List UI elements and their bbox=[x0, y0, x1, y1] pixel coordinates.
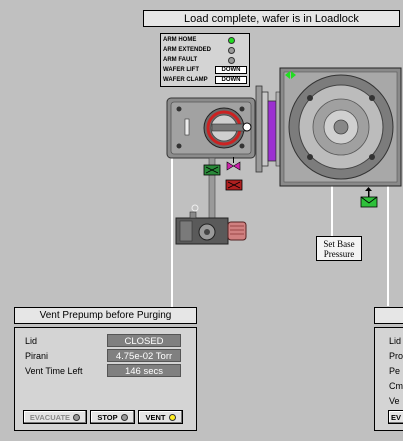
evacuate-led bbox=[73, 413, 81, 421]
right-panel-button-label: EV bbox=[391, 412, 402, 422]
right-panel-button[interactable]: EV bbox=[388, 410, 403, 424]
evacuate-label: EVACUATE bbox=[29, 412, 71, 422]
vent-panel-title-bar: Vent Prepump before Purging bbox=[14, 307, 197, 324]
stop-button[interactable]: STOP bbox=[90, 410, 135, 424]
vent-time-value: 146 secs bbox=[107, 364, 181, 377]
vent-panel-title: Vent Prepump before Purging bbox=[39, 310, 172, 321]
vent-label: VENT bbox=[145, 412, 166, 422]
vent-valve-magenta[interactable] bbox=[226, 157, 241, 171]
transfer-slit-valve[interactable] bbox=[255, 85, 281, 173]
right-label-4: Cm bbox=[389, 381, 403, 391]
arm-extended-label: ARM EXTENDED bbox=[163, 47, 212, 53]
set-base-pressure-button[interactable]: Set Base Pressure bbox=[316, 236, 362, 261]
arm-status-panel: ARM HOME ARM EXTENDED ARM FAULT WAFER LI… bbox=[160, 33, 250, 87]
foreline-valve-green[interactable] bbox=[203, 164, 221, 176]
arm-fault-led bbox=[228, 57, 235, 64]
arm-fault-label: ARM FAULT bbox=[163, 57, 198, 63]
wafer-clamp-label: WAFER CLAMP bbox=[163, 77, 208, 83]
green-arrow-indicator bbox=[285, 71, 290, 79]
wafer-clamp-value: DOWN bbox=[215, 76, 247, 84]
arm-home-led bbox=[228, 37, 235, 44]
right-label-2: Pro bbox=[389, 351, 403, 361]
pirani-value: 4.75e-02 Torr bbox=[107, 349, 181, 362]
status-message-bar: Load complete, wafer is in Loadlock bbox=[143, 10, 400, 27]
vent-valve-red[interactable] bbox=[225, 179, 243, 191]
pirani-label: Pirani bbox=[25, 351, 49, 361]
process-chamber[interactable] bbox=[279, 67, 402, 187]
set-base-line1: Set Base bbox=[323, 239, 355, 249]
lid-label: Lid bbox=[25, 336, 38, 346]
stop-led bbox=[120, 413, 128, 421]
wafer-lift-value: DOWN bbox=[215, 66, 247, 74]
prepump[interactable] bbox=[175, 204, 247, 245]
vent-prepump-panel: Lid CLOSED Pirani 4.75e-02 Torr Vent Tim… bbox=[14, 327, 197, 431]
evacuate-button[interactable]: EVACUATE bbox=[23, 410, 87, 424]
lid-value: CLOSED bbox=[107, 334, 181, 347]
loadlock-chamber[interactable] bbox=[166, 97, 256, 159]
set-base-connector-line bbox=[331, 186, 333, 236]
right-panel-title-bar bbox=[374, 307, 403, 324]
arm-extended-led bbox=[228, 47, 235, 54]
stop-label: STOP bbox=[97, 412, 118, 422]
right-panel-connector-line bbox=[387, 186, 389, 306]
vent-led bbox=[168, 413, 176, 421]
vent-button[interactable]: VENT bbox=[138, 410, 183, 424]
vent-panel-connector-line bbox=[171, 158, 173, 308]
chamber-gauge-valve[interactable] bbox=[360, 187, 378, 208]
right-label-3: Pe bbox=[389, 366, 401, 376]
right-process-panel: Lid Pro Pe Cm Ve EV bbox=[374, 327, 403, 431]
vent-time-label: Vent Time Left bbox=[25, 366, 83, 376]
right-label-1: Lid bbox=[389, 336, 402, 346]
right-label-5: Ve bbox=[389, 396, 400, 406]
wafer-lift-label: WAFER LIFT bbox=[163, 67, 199, 73]
status-message: Load complete, wafer is in Loadlock bbox=[184, 12, 359, 25]
arm-home-label: ARM HOME bbox=[163, 37, 197, 43]
set-base-line2: Pressure bbox=[323, 249, 355, 259]
